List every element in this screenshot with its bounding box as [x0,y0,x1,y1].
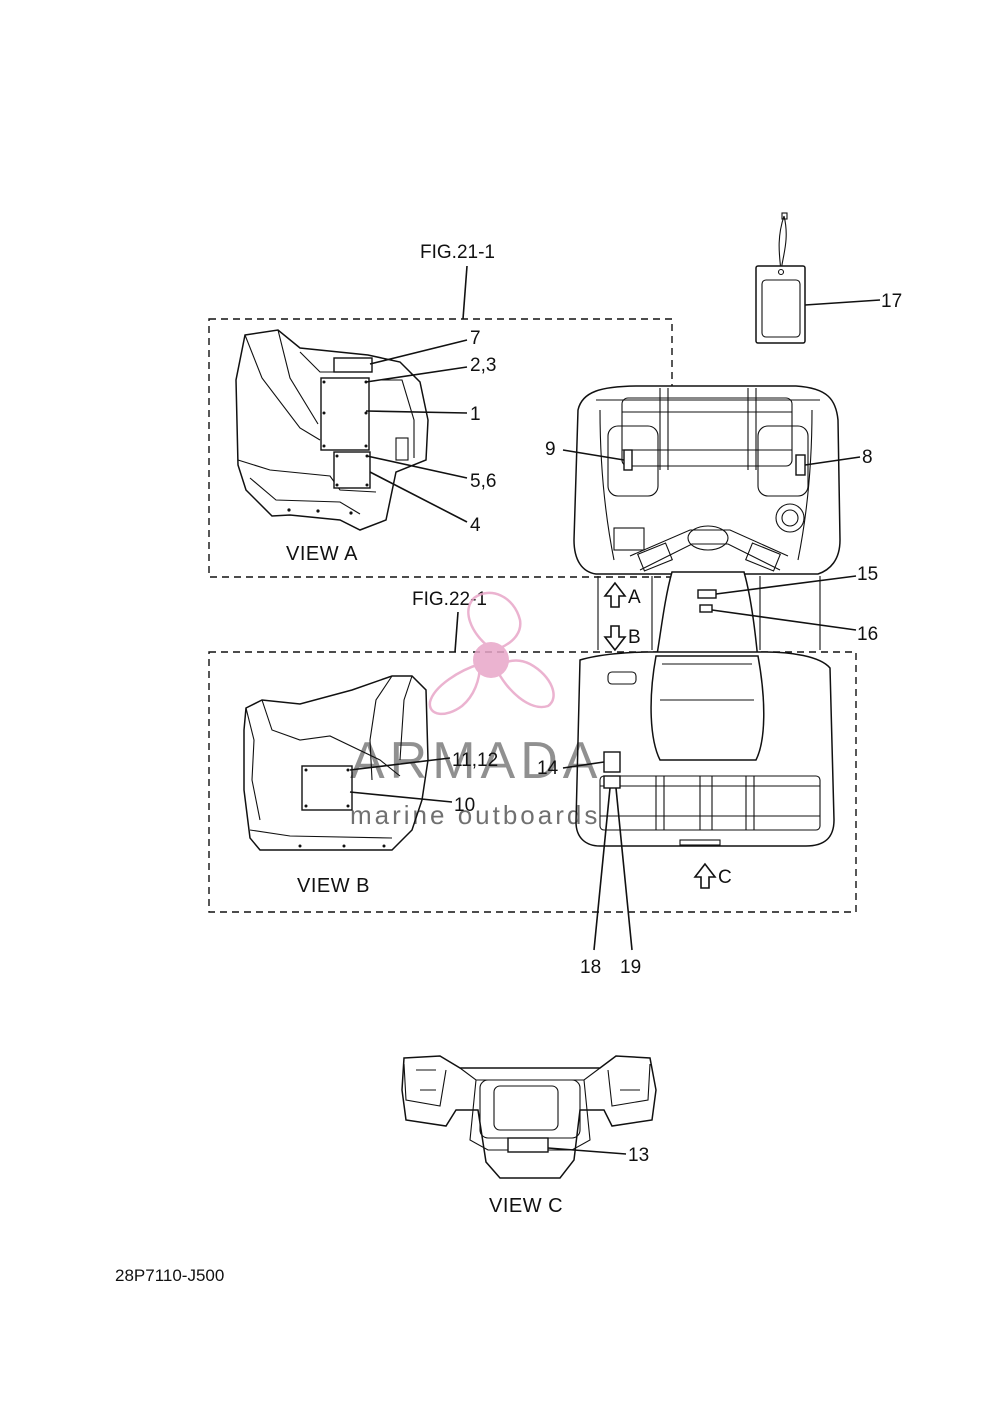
callout-18: 18 [580,957,601,978]
decal-14 [603,751,621,773]
callout-15: 15 [857,564,878,585]
view-b-arrow-label: B [628,627,641,648]
decal-18-19 [603,775,621,789]
decal-13 [507,1137,549,1153]
view-b-arrow [603,625,627,652]
callout-5-6: 5,6 [470,471,496,492]
callout-17: 17 [881,291,902,312]
part-code: 28P7110-J500 [115,1266,224,1285]
atv-top-view [573,385,841,847]
leader-10 [349,791,453,803]
callout-14: 14 [537,758,559,779]
leader-13 [547,1147,627,1155]
decal-8 [795,454,806,476]
view-a-arrow [603,581,627,608]
fig-22-1-label: FIG.22-1 [412,589,487,610]
view-b-title: VIEW B [297,875,370,897]
callout-8: 8 [862,447,873,468]
callout-19: 19 [620,957,641,978]
fig-21-1-leader [462,265,468,320]
decal-16 [699,604,713,613]
decal-4 [333,451,371,489]
decal-7 [333,357,373,373]
callout-11-12: 11,12 [452,750,498,771]
view-a-fender-drawing [235,329,429,531]
leader-14 [562,761,605,769]
view-c-arrow [693,862,717,889]
leader-2-3 [365,366,468,383]
decal-15 [697,589,717,599]
decal-10 [301,765,353,811]
leader-1 [365,410,468,414]
decal-1 [320,377,370,451]
callout-4: 4 [470,515,481,536]
leader-19 [615,787,633,951]
watermark-tagline: marine outboards [350,800,600,830]
leader-18 [593,787,611,951]
callout-13: 13 [628,1145,649,1166]
propeller-icon [428,591,555,715]
fig-21-1-label: FIG.21-1 [420,242,495,263]
callout-9: 9 [545,439,556,460]
view-a-title: VIEW A [286,543,358,565]
callout-7: 7 [470,328,481,349]
watermark: ARMADA marine outboards [350,591,602,830]
view-a-arrow-label: A [628,587,641,608]
callout-16: 16 [857,624,878,645]
view-b-fender-drawing [243,675,429,851]
fig-22-1-leader [454,611,459,653]
leader-16 [711,609,857,631]
decal-9 [623,449,633,471]
watermark-brand: ARMADA [350,732,602,790]
view-b-frame [208,651,857,913]
leader-17 [804,299,881,306]
leader-15 [715,575,857,595]
leader-4 [369,471,468,523]
leader-8 [804,456,861,466]
view-c-arrow-label: C [718,867,732,888]
leader-7 [369,339,468,365]
leader-5-6 [366,455,468,479]
view-c-title: VIEW C [489,1195,563,1217]
callout-2-3: 2,3 [470,355,496,376]
callout-10: 10 [454,795,475,816]
leader-11-12 [349,757,451,771]
leader-9 [562,449,625,461]
callout-1: 1 [470,404,481,425]
hang-tag [755,212,806,344]
view-c-panel-drawing [401,1055,657,1179]
